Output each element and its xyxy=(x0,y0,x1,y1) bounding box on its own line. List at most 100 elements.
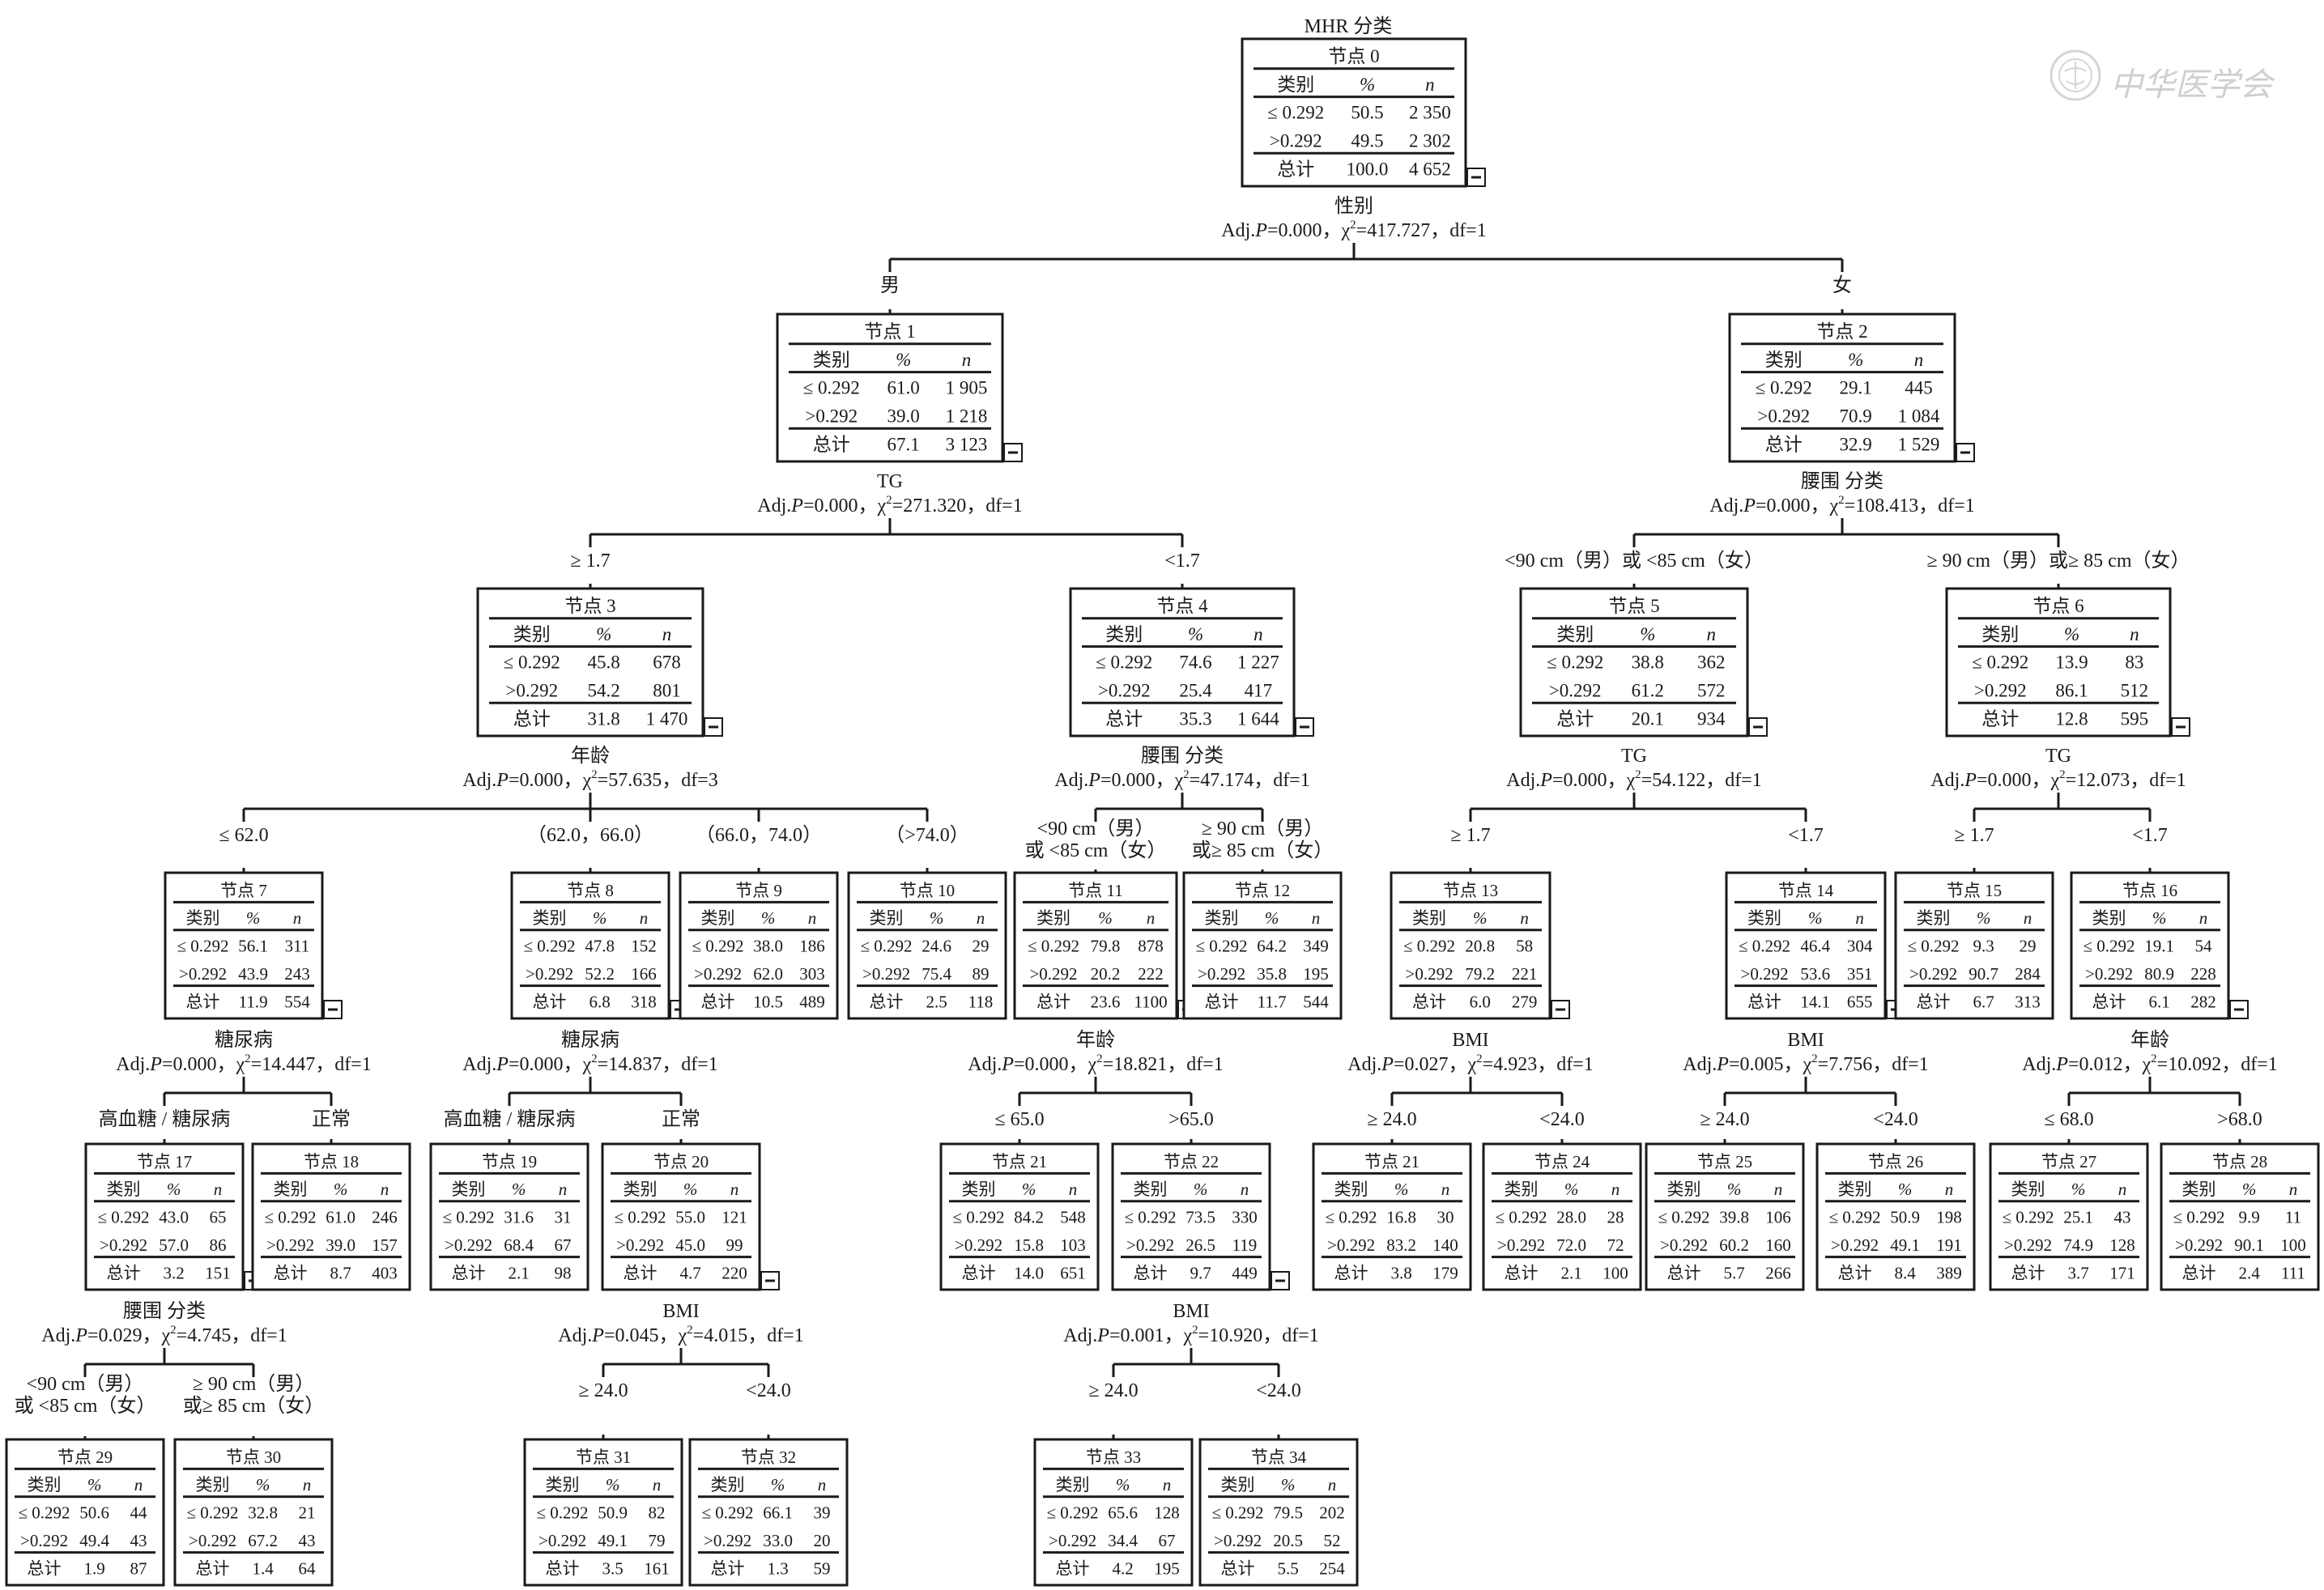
split-variable: 腰围 分类 xyxy=(1141,745,1224,767)
split-variable: 年龄 xyxy=(2130,1029,2169,1051)
row-category: >0.292 xyxy=(2004,1235,2052,1255)
total-n: 489 xyxy=(799,992,825,1011)
total-percent: 1.4 xyxy=(253,1558,275,1578)
row-category: >0.292 xyxy=(526,964,573,984)
split-variable: TG xyxy=(2045,746,2071,767)
node-title: 节点 2 xyxy=(1816,321,1867,342)
total-n: 4 652 xyxy=(1409,159,1451,179)
node-title: 节点 25 xyxy=(1697,1152,1752,1171)
header-n: n xyxy=(2024,908,2032,928)
split-variable: 糖尿病 xyxy=(215,1029,273,1051)
split-statistics: Adj.P=0.029，χ2=4.745，df=1 xyxy=(41,1324,287,1346)
header-n: n xyxy=(1914,350,1924,370)
collapse-toggle-icon[interactable] xyxy=(1551,1000,1570,1019)
collapse-toggle-icon[interactable] xyxy=(760,1271,780,1290)
node-title: 节点 21 xyxy=(992,1152,1047,1171)
row-n: 228 xyxy=(2190,964,2216,984)
edge-label: （>74.0） xyxy=(885,825,969,846)
header-category: 类别 xyxy=(701,908,735,928)
row-n: 86 xyxy=(209,1235,226,1255)
row-n: 28 xyxy=(1607,1208,1624,1227)
row-n: 89 xyxy=(972,964,989,984)
total-n: 282 xyxy=(2190,992,2216,1011)
header-n: n xyxy=(1945,1180,1954,1199)
header-n: n xyxy=(1163,1475,1172,1494)
total-label: 总计 xyxy=(107,1263,141,1282)
edge-label-line: ≥ 24.0 xyxy=(578,1380,628,1401)
row-percent: 45.8 xyxy=(588,653,620,673)
total-percent: 9.7 xyxy=(1190,1263,1211,1282)
collapse-toggle-icon[interactable] xyxy=(1295,717,1314,737)
split-variable: 年龄 xyxy=(1076,1029,1115,1051)
row-category: ≤ 0.292 xyxy=(953,1208,1005,1227)
split-statistics: Adj.P=0.000，χ2=12.073，df=1 xyxy=(1930,768,2186,791)
total-percent: 6.1 xyxy=(2149,992,2170,1011)
row-n: 330 xyxy=(1232,1208,1258,1227)
row-percent: 50.9 xyxy=(1890,1208,1920,1227)
collapse-toggle-icon[interactable] xyxy=(1748,717,1768,737)
row-percent: 50.6 xyxy=(79,1503,109,1523)
edge-label-line: <90 cm（男） xyxy=(1037,818,1155,840)
header-category: 类别 xyxy=(1277,74,1314,95)
edge-label: ≥ 1.7 xyxy=(1954,825,1994,846)
row-n: 548 xyxy=(1060,1208,1086,1227)
row-category: >0.292 xyxy=(1909,964,1957,984)
row-percent: 84.2 xyxy=(1014,1208,1044,1227)
row-percent: 80.9 xyxy=(2144,964,2174,984)
row-n: 121 xyxy=(721,1208,747,1227)
total-percent: 14.0 xyxy=(1014,1263,1044,1282)
node-box xyxy=(1111,1142,1271,1291)
collapse-toggle-icon[interactable] xyxy=(1956,443,1975,462)
row-percent: 52.2 xyxy=(585,964,615,984)
row-percent: 16.8 xyxy=(1386,1208,1416,1227)
total-label: 总计 xyxy=(546,1558,580,1578)
header-category: 类别 xyxy=(1505,1180,1539,1199)
collapse-toggle-icon[interactable] xyxy=(1466,168,1486,187)
row-n: 43 xyxy=(2113,1208,2130,1227)
node-box xyxy=(1894,871,2054,1020)
row-percent: 79.8 xyxy=(1091,937,1121,956)
collapse-toggle-icon[interactable] xyxy=(323,1000,343,1019)
edge-label-line: ≤ 62.0 xyxy=(219,825,268,846)
row-percent: 38.8 xyxy=(1632,653,1664,673)
edge-label: ≥ 24.0 xyxy=(1088,1380,1138,1401)
row-category: ≤ 0.292 xyxy=(443,1208,495,1227)
collapse-toggle-icon[interactable] xyxy=(2171,717,2190,737)
row-category: >0.292 xyxy=(2085,964,2133,984)
header-category: 类别 xyxy=(1765,350,1803,370)
row-percent: 9.9 xyxy=(2239,1208,2260,1227)
edge-label: 正常 xyxy=(662,1108,700,1130)
row-n: 152 xyxy=(631,937,657,956)
row-percent: 46.4 xyxy=(1800,937,1830,956)
total-label: 总计 xyxy=(2011,1263,2045,1282)
row-percent: 74.9 xyxy=(2063,1235,2093,1255)
collapse-toggle-icon[interactable] xyxy=(2229,1000,2249,1019)
row-category: ≤ 0.292 xyxy=(537,1503,589,1523)
edge-label-line: ≥ 24.0 xyxy=(1367,1109,1416,1130)
header-n: n xyxy=(1611,1180,1620,1199)
total-n: 544 xyxy=(1303,992,1329,1011)
split-variable: TG xyxy=(1621,746,1647,767)
collapse-toggle-icon[interactable] xyxy=(1271,1271,1290,1290)
header-n: n xyxy=(214,1180,223,1199)
edge-label-line: 或 <85 cm（女） xyxy=(15,1395,156,1417)
edge-label-line: 或 <85 cm（女） xyxy=(1025,840,1167,861)
header-category: 类别 xyxy=(546,1475,580,1494)
header-n: n xyxy=(1425,74,1435,95)
total-label: 总计 xyxy=(1747,992,1781,1011)
edge-label-line: <24.0 xyxy=(1256,1380,1301,1401)
header-percent: % xyxy=(2152,908,2167,928)
collapse-toggle-icon[interactable] xyxy=(1003,443,1023,462)
collapse-toggle-icon[interactable] xyxy=(704,717,723,737)
total-n: 1 644 xyxy=(1237,708,1279,729)
